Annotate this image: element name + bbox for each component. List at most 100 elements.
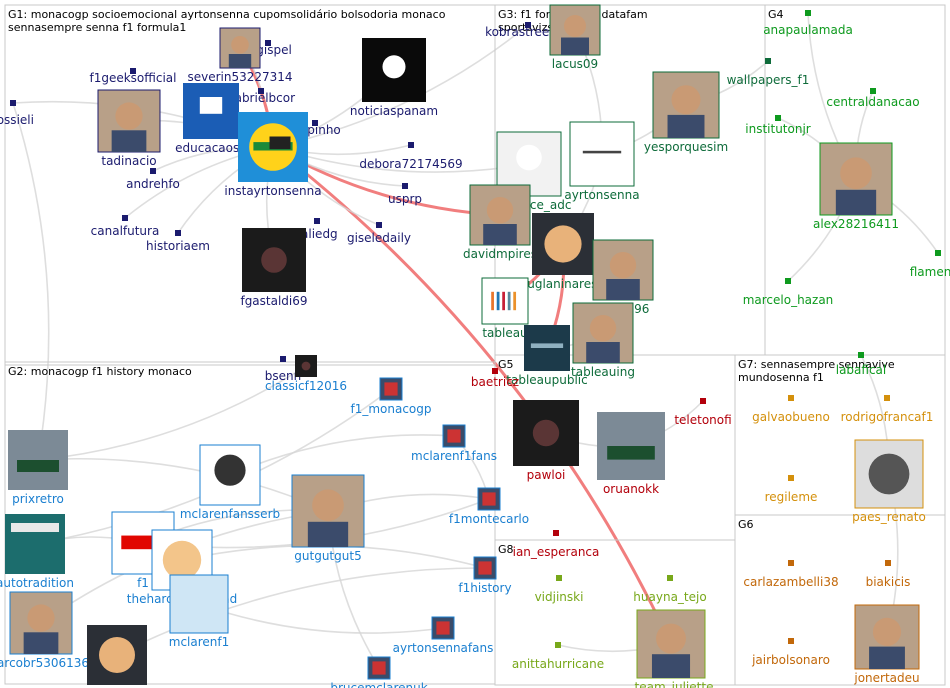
node-label: tableauing [571,365,635,379]
node-label: fgastaldi69 [240,294,307,308]
square-blank-icon [169,574,229,634]
square-dot-icon [667,575,673,581]
node-labafical[interactable]: labafical [836,352,887,377]
node-marcobr53061365[interactable]: marcobr53061365 [0,591,97,670]
square-dot-icon [785,278,791,284]
node-label: baetricz [471,375,519,389]
square-img-icon [477,487,501,511]
node-teletonofi[interactable]: teletonofi [674,398,732,427]
node-institutonjr[interactable]: institutonjr [745,115,811,136]
square-dot-icon [870,88,876,94]
node-gabrielbcor[interactable]: gabrielbcor [227,88,295,105]
node-centraldanacao[interactable]: centraldanacao [826,88,920,109]
node-mclarenfansserb[interactable]: mclarenfansserb [180,444,280,521]
node-noticiaspanam[interactable]: noticiaspanam [350,38,438,118]
node-f1history[interactable]: f1history [458,556,512,595]
node-suglaninaresh[interactable]: suglaninaresh [521,213,605,291]
node-andrehfo[interactable]: andrehfo [126,168,180,191]
node-_team_juliette[interactable]: _team_juliette [628,609,714,688]
node-label: biakicis [866,575,911,589]
node-oruanokk[interactable]: oruanokk [597,412,665,496]
node-pawloi[interactable]: pawloi [513,400,579,482]
node-gutgutgut5[interactable]: gutgutgut5 [291,474,365,563]
square-dot-icon [525,22,531,28]
square-dot-icon [700,398,706,404]
group-label-g5: G5 [498,358,514,371]
node-biakicis[interactable]: biakicis [866,560,911,589]
node-baetricz[interactable]: baetricz [471,368,519,389]
node-canalfutura[interactable]: canalfutura [91,215,160,238]
node-alex28216411[interactable]: alex28216411 [813,142,899,231]
node-marcelo_hazan[interactable]: marcelo_hazan [743,278,834,307]
square-img-icon [431,616,455,640]
node-label: _team_juliette [628,680,714,688]
node-prixretro[interactable]: prixretro [8,430,68,506]
node-ayrtonsennafans[interactable]: ayrtonsennafans [393,616,494,655]
node-vidjinski[interactable]: vidjinski [535,575,584,604]
node-label: noticiaspanam [350,104,438,118]
square-img-icon [367,656,391,680]
node-ayrtonsenna[interactable]: ayrtonsenna [564,121,640,202]
node-anittahurricane[interactable]: anittahurricane [512,642,604,671]
node-debora72174569[interactable]: debora72174569 [359,142,463,171]
node-f1_monacogp[interactable]: f1_monacogp [350,377,432,416]
node-label: huayna_tejo [633,590,706,604]
node-bsenn[interactable]: bsenn [265,356,301,383]
logo-black-icon [362,38,426,102]
node-fgastaldi69[interactable]: fgastaldi69 [240,228,308,308]
node-classicf12016[interactable]: classicf12016 [265,355,347,393]
node-f1montecarlo[interactable]: f1montecarlo [449,487,529,526]
node-huayna_tejo[interactable]: huayna_tejo [633,575,707,604]
node-yesporquesim[interactable]: yesporquesim [644,71,728,154]
node-historiaem[interactable]: historiaem [146,230,210,253]
node-usprp[interactable]: usprp [388,183,422,206]
node-tadinacio[interactable]: tadinacio [97,89,161,168]
node-galvaobueno[interactable]: galvaobueno [752,395,830,424]
node-tableau[interactable]: tableau [481,277,529,340]
node-label: mclarenf1 [169,635,230,649]
node-regileme[interactable]: regileme [765,475,818,504]
node-mclarenf1[interactable]: mclarenf1 [169,574,230,649]
node-label: paes_renato [852,510,926,524]
node-label: tadinacio [101,154,156,168]
node-ian_esperanca[interactable]: ian_esperanca [513,530,600,559]
node-rodrigofrancaf1[interactable]: rodrigofrancaf1 [841,395,934,424]
node-label: f1history [458,581,511,595]
square-dot-icon [788,560,794,566]
avatar-dark-icon [513,400,579,466]
node-paes_renato[interactable]: paes_renato [852,439,926,524]
group-label-g7: G7: sennasempre sennavive [738,358,895,371]
square-dot-icon [556,575,562,581]
node-label: anapaulamada [763,23,853,37]
node-carlazambelli38[interactable]: carlazambelli38 [743,560,839,589]
node-tableauing[interactable]: tableauing [571,302,635,379]
node-educacaosp[interactable]: educacaosp [175,83,247,155]
node-f1geeksofficial[interactable]: f1geeksofficial [89,68,177,85]
node-autotradition[interactable]: autotradition [0,514,74,590]
edge-instayrtonsenna-_team_juliette [272,145,673,645]
avatar-photo-icon [572,302,634,364]
node-instayrtonsenna[interactable]: instayrtonsenna [224,112,322,198]
node-jonertadeu[interactable]: jonertadeu [853,604,920,685]
node-anapaulamada[interactable]: anapaulamada [763,10,853,37]
avatar-photo-icon [636,609,706,679]
node-label: educacaosp [175,141,247,155]
node-brucemclarenuk[interactable]: brucemclarenuk [330,656,428,688]
edge-ayrtonsennafans-mclarenf1 [198,603,444,634]
node-jairbolsonaro[interactable]: jairbolsonaro [751,638,830,667]
node-label: carlazambelli38 [743,575,838,589]
node-label: oruanokk [603,482,659,496]
node-severin53227314[interactable]: severin53227314 [187,27,293,84]
node-flamengo[interactable]: flamengo [910,250,950,279]
node-davidmpires[interactable]: davidmpires [463,184,537,261]
node-taliedg[interactable]: taliedg [296,218,338,241]
node-partycd[interactable]: partycd [87,625,147,688]
node-wallpapers_f1[interactable]: wallpapers_f1 [727,58,810,87]
node-tableaupublic[interactable]: tableaupublic [506,325,588,387]
avatar-photo-icon [592,239,654,301]
node-label: instayrtonsenna [224,184,321,198]
node-rossieli[interactable]: rossieli [0,100,34,127]
node-mclarenf1fans[interactable]: mclarenf1fans [411,424,497,463]
node-giseledaily[interactable]: giseledaily [347,222,411,245]
node-lacus09[interactable]: lacus09 [549,4,601,71]
